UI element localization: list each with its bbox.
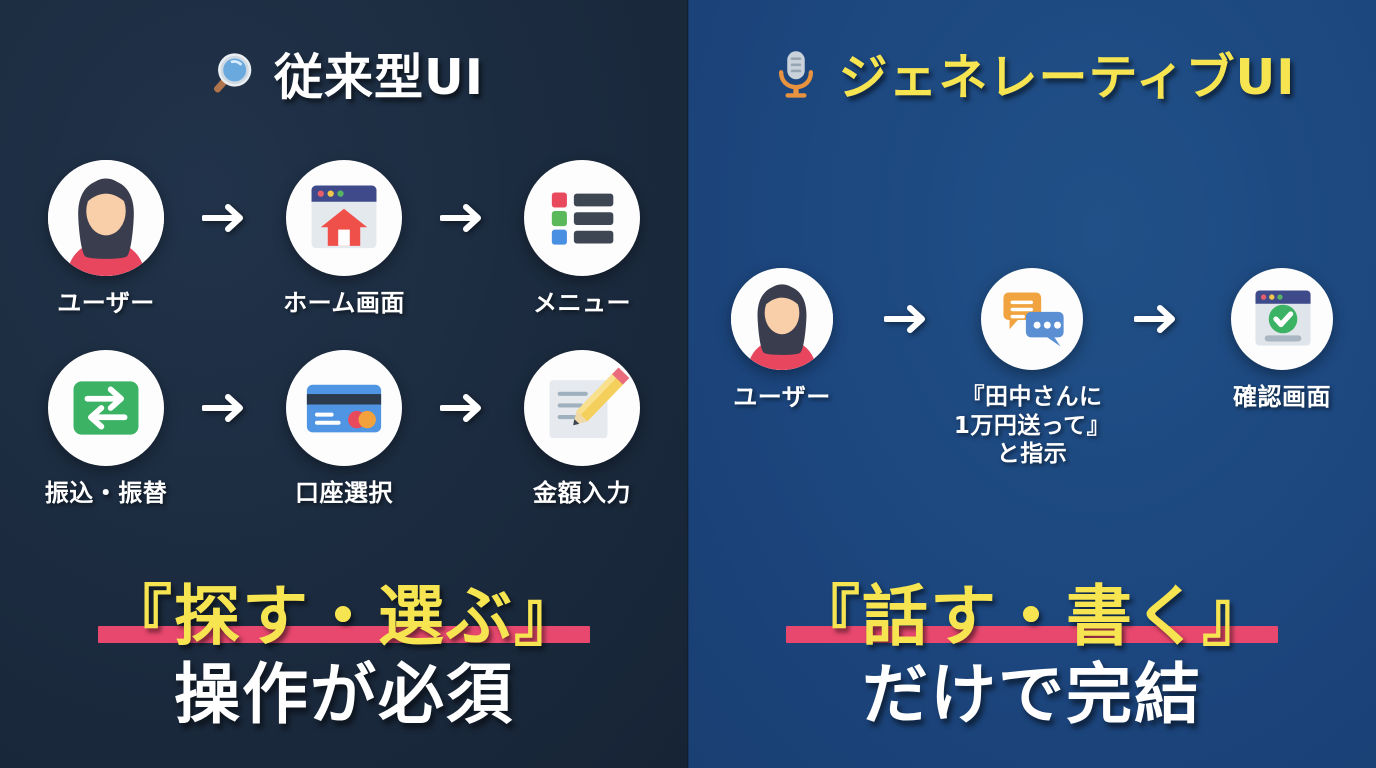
flow-node-label: ホーム画面: [283, 289, 405, 317]
flow-node: ユーザー: [689, 268, 875, 413]
icon-bubble: [48, 350, 164, 466]
left-flow-row-2: 振込・振替 口座選択: [0, 350, 688, 509]
icon-bubble: [524, 160, 640, 276]
icon-bubble: [731, 268, 833, 370]
left-caption-sub: 操作が必須: [174, 656, 514, 734]
flow-node-label: メニュー: [533, 289, 631, 317]
microphone-icon: [779, 50, 814, 98]
menu-list-icon: [551, 192, 614, 245]
credit-card-icon: [306, 384, 382, 433]
panel-traditional-ui: 従来型UI: [0, 0, 688, 768]
left-caption-highlight-text: 『探す・選ぶ』: [106, 577, 582, 655]
right-caption: 『話す・書く』 だけで完結: [688, 577, 1376, 734]
left-caption: 『探す・選ぶ』 操作が必須: [0, 577, 688, 734]
flow-node: 『田中さんに 1万円送って』 と指示: [939, 268, 1125, 469]
chat-bubbles-icon: [1003, 292, 1064, 347]
flow-node-label: 金額入力: [533, 479, 631, 507]
flow-node: ユーザー: [19, 160, 193, 319]
right-panel-title: ジェネレーティブUI: [838, 49, 1296, 106]
flow-node-label: ユーザー: [57, 289, 155, 317]
highlight-bar: [98, 626, 590, 644]
user-avatar-icon: [731, 268, 833, 370]
flow-node-label: 振込・振替: [44, 479, 168, 507]
arrow-right-icon: [193, 350, 257, 466]
magnifying-glass-icon: [213, 52, 252, 93]
right-flow-row-1: ユーザー 『田中さんに 1万円送って』 と指示: [688, 268, 1376, 469]
right-caption-highlight: 『話す・書く』: [784, 577, 1280, 656]
right-title-row: ジェネレーティブUI: [688, 38, 1376, 109]
panel-generative-ui: ジェネレーティブUI: [688, 0, 1376, 768]
arrow-right-icon: [431, 160, 495, 276]
left-caption-highlight: 『探す・選ぶ』: [96, 577, 592, 656]
right-caption-highlight-text: 『話す・書く』: [794, 577, 1270, 655]
flow-node: メニュー: [495, 160, 669, 319]
left-panel-title: 従来型UI: [273, 49, 485, 106]
flow-node-label: 口座選択: [295, 479, 393, 507]
icon-bubble: [981, 268, 1083, 370]
arrow-right-icon: [431, 350, 495, 466]
flow-node: 金額入力: [495, 350, 669, 509]
user-avatar-icon: [48, 160, 164, 276]
transfer-arrows-icon: [73, 381, 139, 435]
icon-bubble: [286, 350, 402, 466]
arrow-right-icon: [1125, 268, 1189, 370]
left-flow-row-1: ユーザー ホーム画面: [0, 160, 688, 319]
icon-bubble: [1231, 268, 1333, 370]
arrow-right-icon: [875, 268, 939, 370]
icon-bubble: [48, 160, 164, 276]
browser-check-icon: [1255, 290, 1311, 346]
flow-node-label: ユーザー: [733, 383, 831, 411]
flow-node: ホーム画面: [257, 160, 431, 319]
icon-bubble: [286, 160, 402, 276]
icon-bubble: [524, 350, 640, 466]
flow-node: 口座選択: [257, 350, 431, 509]
memo-pencil-icon: [549, 367, 630, 439]
left-title-row: 従来型UI: [0, 38, 688, 109]
panel-divider: [687, 0, 689, 768]
flow-node: 確認画面: [1189, 268, 1375, 413]
highlight-bar: [786, 626, 1278, 644]
flow-node: 振込・振替: [19, 350, 193, 509]
browser-home-icon: [311, 185, 377, 249]
flow-node-label: 『田中さんに 1万円送って』 と指示: [953, 384, 1111, 468]
arrow-right-icon: [193, 160, 257, 276]
flow-node-label: 確認画面: [1233, 383, 1331, 411]
right-caption-sub: だけで完結: [862, 656, 1202, 734]
